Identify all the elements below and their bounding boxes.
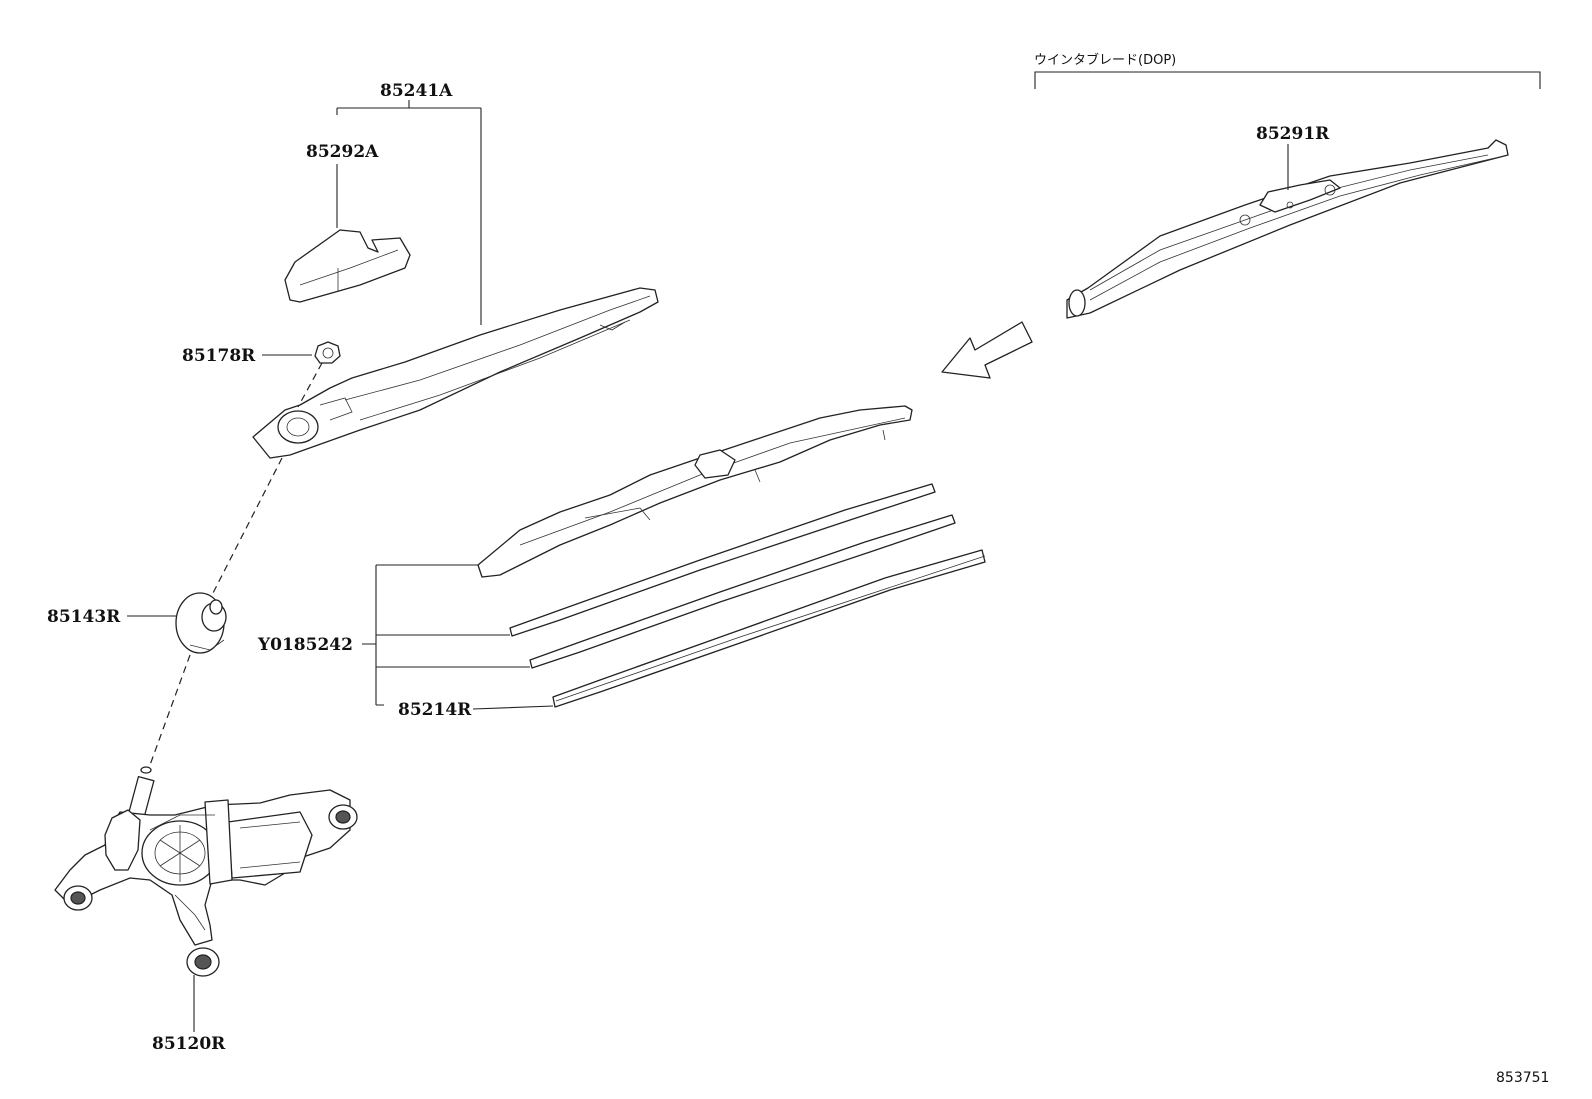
pivot-seal[interactable]: [175, 592, 227, 654]
leader-85291R: 85291R: [1256, 124, 1330, 190]
dop-group: ウインタブレード(DOP): [1034, 52, 1541, 89]
label-85214R: 85214R: [398, 700, 472, 720]
blade-rubber[interactable]: [552, 549, 986, 708]
dop-bracket: [1034, 71, 1541, 89]
leader-85120R: 85120R: [152, 975, 226, 1054]
label-85241A: 85241A: [380, 81, 453, 101]
label-85120R: 85120R: [152, 1034, 226, 1054]
axis-lines: [149, 362, 323, 766]
rear-wiper-motor[interactable]: [54, 766, 358, 977]
arm-nut[interactable]: [314, 341, 341, 364]
arm-cover[interactable]: [284, 229, 411, 303]
diagram-ref-number: 853751: [1496, 1070, 1549, 1086]
blade-backing-strip-1[interactable]: [509, 483, 936, 637]
label-Y0185242: Y0185242: [257, 635, 353, 655]
leader-85292A: 85292A: [306, 142, 379, 228]
blade-frame[interactable]: [477, 405, 913, 578]
leader-85143R: 85143R: [47, 607, 176, 627]
direction-arrow: [941, 321, 1033, 379]
dop-winter-blade[interactable]: [1066, 139, 1509, 319]
leader-85241A: 85241A: [336, 81, 482, 325]
leader-85178R: 85178R: [182, 346, 312, 366]
leader-85214R: 85214R: [376, 700, 554, 720]
leader-Y0185242: Y0185242: [257, 564, 530, 705]
blade-backing-strip-2[interactable]: [529, 514, 956, 669]
label-85292A: 85292A: [306, 142, 379, 162]
label-85291R: 85291R: [1256, 124, 1330, 144]
label-85178R: 85178R: [182, 346, 256, 366]
label-85143R: 85143R: [47, 607, 121, 627]
dop-group-label: ウインタブレード(DOP): [1034, 52, 1176, 68]
wiper-arm[interactable]: [252, 287, 659, 459]
